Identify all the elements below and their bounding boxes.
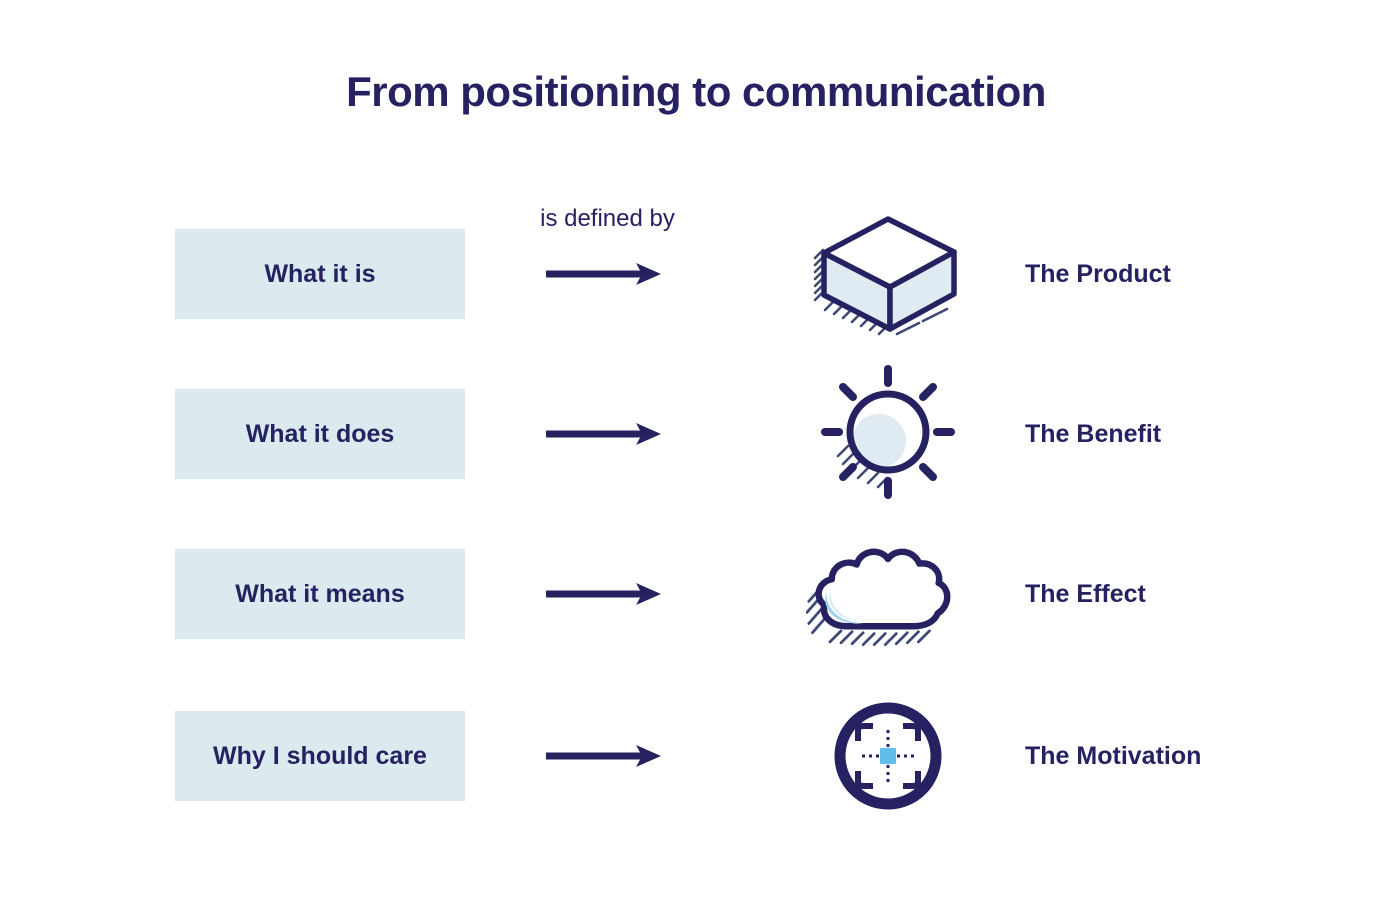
page-title: From positioning to communication — [346, 68, 1046, 115]
result-label-effect: The Effect — [1025, 579, 1146, 608]
target-icon — [806, 702, 970, 810]
cube-icon — [806, 216, 970, 336]
connector-label: is defined by — [540, 205, 675, 232]
arrow-icon — [543, 549, 663, 639]
arrow-icon — [543, 229, 663, 319]
result-label-product: The Product — [1025, 259, 1171, 288]
result-label-motivation: The Motivation — [1025, 741, 1202, 770]
box-label: What it does — [245, 419, 395, 448]
row-what-it-is: What it is is defined by — [0, 205, 1392, 336]
row-what-it-does: What it does — [0, 365, 1392, 499]
positioning-box-what-it-is: What it is — [175, 229, 465, 319]
box-label: Why I should care — [213, 741, 427, 770]
arrow-icon — [543, 389, 663, 479]
row-why-i-should-care: Why I should care — [0, 702, 1392, 810]
cloud-icon — [806, 548, 970, 647]
positioning-box-what-it-means: What it means — [175, 549, 465, 639]
row-what-it-means: What it means — [0, 548, 1392, 647]
positioning-box-why-i-should-care: Why I should care — [175, 711, 465, 801]
sun-icon — [806, 365, 970, 499]
result-label-benefit: The Benefit — [1025, 419, 1162, 448]
box-label: What it means — [235, 579, 405, 608]
positioning-box-what-it-does: What it does — [175, 389, 465, 479]
box-label: What it is — [264, 259, 376, 288]
arrow-icon — [543, 711, 663, 801]
